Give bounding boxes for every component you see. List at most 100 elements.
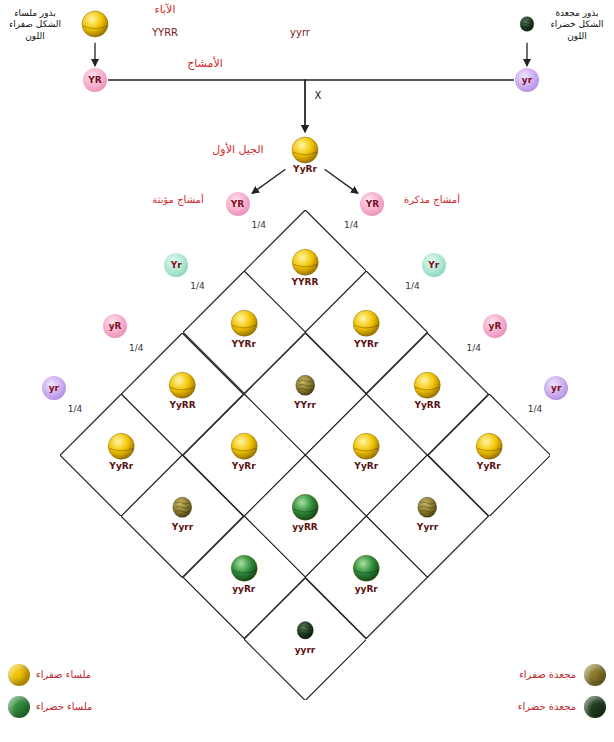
seed-band xyxy=(354,326,378,329)
legend-text: ملساء صفراء xyxy=(36,669,91,680)
gamete-genotype: YR xyxy=(88,75,101,85)
gamete-circle: Yr xyxy=(422,253,446,277)
connector-arrow xyxy=(94,43,95,66)
gamete-genotype: YR xyxy=(231,199,244,209)
legend-swatch xyxy=(8,664,30,686)
male-gametes-label: أمشاج مذكرة xyxy=(403,194,461,206)
seed-wrinkle xyxy=(298,384,311,386)
generation-label: الجيل الأول xyxy=(211,144,264,157)
seed-wrinkle xyxy=(176,510,189,512)
gamete-genotype: yr xyxy=(551,383,561,393)
seed-body xyxy=(353,311,379,337)
probability: 1/4 xyxy=(465,342,481,352)
seed-body xyxy=(476,433,502,459)
probability: 1/4 xyxy=(527,404,543,414)
seed-band xyxy=(416,387,440,390)
seed-band xyxy=(83,26,107,29)
cell-genotype: YYRr xyxy=(354,339,378,349)
seed-wrinkle xyxy=(298,380,311,382)
legend-text: مجعدة خضراء xyxy=(518,701,576,712)
seed-body xyxy=(297,621,313,638)
cell-genotype: yyRr xyxy=(355,584,378,594)
legend-text: مجعدة صفراء xyxy=(519,669,576,680)
gamete-circle: yR xyxy=(483,314,507,338)
cell-genotype: YyRr xyxy=(232,461,256,471)
gamete-circle: YR xyxy=(360,192,384,216)
cell-genotype: yyRR xyxy=(292,522,318,532)
cell-genotype: yyRr xyxy=(232,584,255,594)
seed-wrinkle xyxy=(522,26,532,28)
seed-wrinkle xyxy=(176,502,189,504)
seed-figure xyxy=(80,9,110,39)
genotype: YyRr xyxy=(293,164,317,174)
cell-genotype: YyRr xyxy=(477,461,501,471)
parent-seed-box: بذور ملساء الشكل صفراء اللون xyxy=(2,4,114,42)
female-gametes-label: أمشاج مؤنثة xyxy=(151,194,204,206)
seed-band xyxy=(354,571,378,574)
seed-wrinkle xyxy=(298,388,311,390)
cell-genotype: YyRr xyxy=(109,461,133,471)
seed-body xyxy=(292,137,318,163)
parent-seed-box: بذور مجعدة الشكل خضراء اللون xyxy=(500,4,612,42)
legend-swatch xyxy=(584,696,606,718)
connector-arrow xyxy=(526,43,527,66)
seed-wrinkle xyxy=(299,632,310,634)
cross-sign: X xyxy=(314,90,323,102)
seed-wrinkle xyxy=(299,625,310,627)
gamete-genotype: yR xyxy=(109,321,122,331)
seed-wrinkle xyxy=(421,502,434,504)
genotype-label: yyrr xyxy=(289,27,311,39)
gametes-label: الأمشاج xyxy=(186,58,224,71)
gamete-genotype: yR xyxy=(489,321,502,331)
cell-genotype: Yyrr xyxy=(417,522,438,532)
seed-body xyxy=(231,556,257,582)
seed-description: بذور ملساء الشكل صفراء اللون xyxy=(2,4,68,42)
connector-arrow xyxy=(305,80,514,132)
seed-band xyxy=(232,326,256,329)
seed-body xyxy=(296,375,315,395)
f1-seed-box: YyRr xyxy=(287,134,323,176)
gamete-genotype: Yr xyxy=(171,260,182,270)
connector-arrow xyxy=(325,169,358,193)
punnett-cell: yyrr xyxy=(244,578,367,701)
seed-band xyxy=(232,448,256,451)
seed-body xyxy=(353,433,379,459)
connector-arrow xyxy=(108,80,305,132)
seed-body xyxy=(415,372,441,398)
seed-body xyxy=(418,497,437,517)
cell-genotype: YYRr xyxy=(232,339,256,349)
seed-body xyxy=(108,433,134,459)
genotype-label: YYRR xyxy=(151,27,179,39)
gamete-circle: Yr xyxy=(164,253,188,277)
legend-text: ملساء خضراء xyxy=(36,701,92,712)
gamete-circle: yr xyxy=(42,376,66,400)
seed-wrinkle xyxy=(299,629,310,631)
seed-wrinkle xyxy=(421,506,434,508)
seed-band xyxy=(171,387,195,390)
legend-swatch xyxy=(584,664,606,686)
cell-genotype: Yyrr xyxy=(172,522,193,532)
seed-description: بذور مجعدة الشكل خضراء اللون xyxy=(544,4,610,42)
seed-body xyxy=(173,497,192,517)
seed-band xyxy=(293,264,317,267)
legend-swatch xyxy=(8,696,30,718)
seed-band xyxy=(477,448,501,451)
gamete-genotype: YR xyxy=(366,199,379,209)
gamete-genotype: yr xyxy=(49,383,59,393)
probability: 1/4 xyxy=(251,220,267,230)
seed-figure xyxy=(512,9,542,39)
probability: 1/4 xyxy=(404,281,420,291)
gamete-circle: yr xyxy=(544,376,568,400)
seed-band xyxy=(109,448,133,451)
gamete-genotype: yr xyxy=(522,75,532,85)
connector-arrow xyxy=(252,169,285,193)
gamete-circle: yR xyxy=(103,314,127,338)
cell-genotype: YYrr xyxy=(294,400,316,410)
seed-band xyxy=(232,571,256,574)
parents-label: الآباء xyxy=(154,4,177,17)
cell-outline xyxy=(244,578,367,701)
seed-wrinkle xyxy=(421,510,434,512)
cell-genotype: YyRr xyxy=(354,461,378,471)
probability: 1/4 xyxy=(67,404,83,414)
